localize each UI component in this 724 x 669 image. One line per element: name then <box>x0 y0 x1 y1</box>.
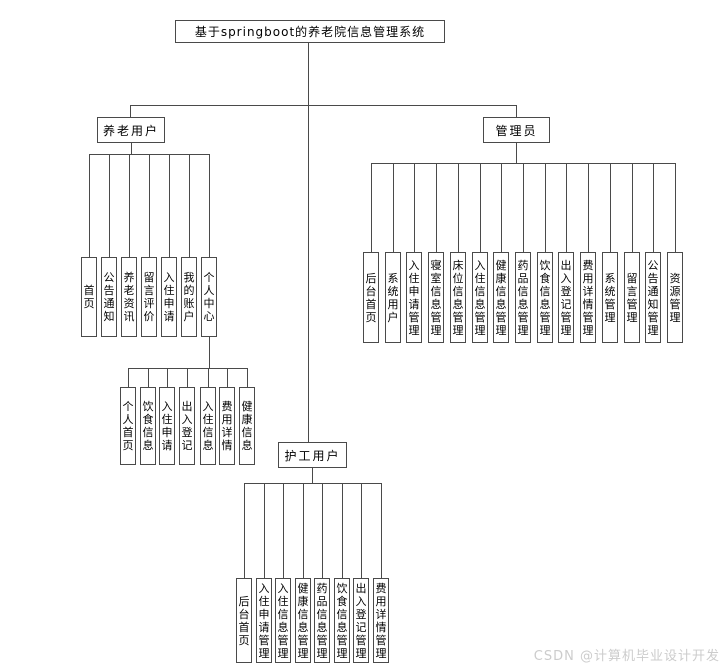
root-node: 基于springboot的养老院信息管理系统 <box>175 20 445 43</box>
tree-leaf: 后台首页 <box>363 252 379 343</box>
elder-user-node: 养老用户 <box>97 117 165 143</box>
csdn-watermark: CSDN @计算机毕业设计开发 <box>533 649 720 664</box>
tree-leaf: 入住申请 <box>161 257 177 337</box>
tree-leaf: 后台首页 <box>236 578 252 663</box>
tree-leaf: 入住信息管理 <box>472 252 488 343</box>
tree-leaf: 费用详情管理 <box>580 252 596 343</box>
tree-leaf: 饮食信息 <box>140 387 156 465</box>
tree-leaf: 出入登记管理 <box>558 252 574 343</box>
tree-leaf: 公告通知管理 <box>645 252 661 343</box>
tree-leaf: 入住信息 <box>200 387 216 465</box>
tree-leaf: 健康信息管理 <box>493 252 509 343</box>
tree-leaf: 个人首页 <box>120 387 136 465</box>
tree-leaf: 药品信息管理 <box>314 578 330 663</box>
tree-leaf: 饮食信息管理 <box>537 252 553 343</box>
tree-leaf: 寝室信息管理 <box>428 252 444 343</box>
admin-node: 管理员 <box>483 117 550 143</box>
tree-leaf: 资源管理 <box>667 252 683 343</box>
tree-leaf: 养老资讯 <box>121 257 137 337</box>
tree-leaf-personal-center: 个人中心 <box>201 257 217 337</box>
tree-leaf: 出入登记管理 <box>353 578 369 663</box>
tree-leaf: 费用详情管理 <box>373 578 389 663</box>
tree-leaf: 我的账户 <box>181 257 197 337</box>
tree-leaf: 公告通知 <box>101 257 117 337</box>
tree-leaf: 首页 <box>81 257 97 337</box>
tree-leaf: 留言评价 <box>141 257 157 337</box>
caregiver-node: 护工用户 <box>278 442 347 468</box>
tree-leaf: 留言管理 <box>624 252 640 343</box>
tree-leaf: 费用详情 <box>219 387 235 465</box>
tree-leaf: 入住申请管理 <box>256 578 272 663</box>
tree-leaf: 饮食信息管理 <box>334 578 350 663</box>
tree-leaf: 入住申请 <box>159 387 175 465</box>
tree-leaf: 床位信息管理 <box>450 252 466 343</box>
tree-leaf: 入住申请管理 <box>406 252 422 343</box>
tree-leaf: 药品信息管理 <box>515 252 531 343</box>
tree-leaf: 健康信息管理 <box>295 578 311 663</box>
tree-leaf: 出入登记 <box>179 387 195 465</box>
tree-leaf: 系统用户 <box>385 252 401 343</box>
tree-leaf: 入住信息管理 <box>275 578 291 663</box>
tree-leaf: 健康信息 <box>239 387 255 465</box>
tree-leaf: 系统管理 <box>602 252 618 343</box>
